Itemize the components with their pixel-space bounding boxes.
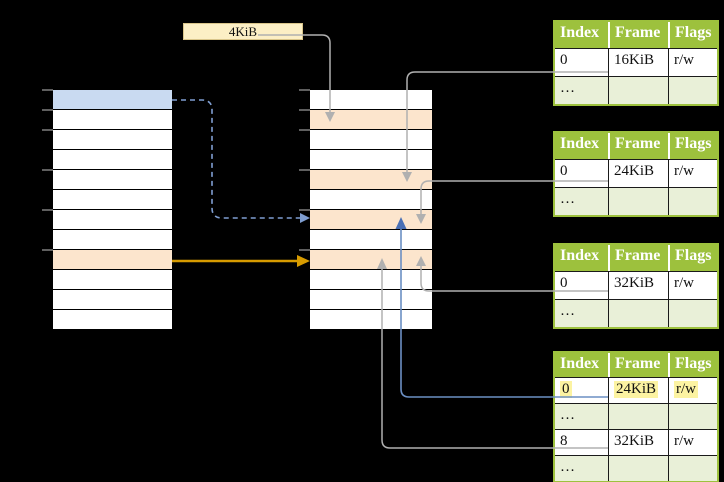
table-cell [608, 404, 668, 429]
table-cell [608, 188, 668, 215]
memory-cell-row [53, 230, 172, 250]
memory-cell-row [53, 210, 172, 230]
table-cell [668, 77, 717, 104]
memory-cell-row [53, 110, 172, 130]
table-cell: … [555, 77, 608, 104]
virtual-memory-column [53, 90, 172, 330]
memory-cell-row [310, 150, 432, 170]
memory-cell-row [53, 170, 172, 190]
page-size-label: 4KiB [183, 23, 303, 40]
virtual-to-physical-dashed-pointer-line [172, 99, 300, 219]
table-row: … [555, 403, 717, 429]
table-cell: … [555, 300, 608, 327]
memory-cell-row [310, 230, 432, 250]
memory-cell-row [53, 150, 172, 170]
table-cell: 8 [555, 430, 608, 455]
memory-cell-row [53, 310, 172, 330]
table-cell: 0 [555, 272, 608, 299]
column-header: Frame [608, 353, 668, 377]
memory-cell-row [310, 210, 432, 230]
table-row: … [555, 455, 717, 481]
memory-cell-row [310, 270, 432, 290]
memory-cell-row [310, 310, 432, 330]
column-header: Flags [668, 133, 717, 159]
memory-cell-row [53, 290, 172, 310]
memory-cell-row [310, 110, 432, 130]
table-row: … [555, 299, 717, 327]
column-header: Index [555, 245, 608, 271]
table-cell [668, 456, 717, 481]
table-cell: 32KiB [608, 430, 668, 455]
memory-cell-row [310, 190, 432, 210]
column-header: Flags [668, 353, 717, 377]
memory-cell-row [53, 190, 172, 210]
virtual-to-physical-orange-pointer-arrowhead [297, 255, 310, 267]
table-cell: r/w [668, 160, 717, 187]
table-cell: … [555, 404, 608, 429]
table-cell: 0 [555, 49, 608, 76]
table-cell: … [555, 188, 608, 215]
column-header: Flags [668, 22, 717, 48]
memory-cell-row [310, 290, 432, 310]
table-cell [608, 456, 668, 481]
table-cell: r/w [668, 272, 717, 299]
table-cell [608, 77, 668, 104]
memory-cell-row [53, 270, 172, 290]
highlighted-value: 24KiB [614, 381, 659, 398]
table-cell: 32KiB [608, 272, 668, 299]
column-header: Frame [608, 22, 668, 48]
table-cell [668, 300, 717, 327]
table-row: 0 24KiB r/w [555, 377, 717, 403]
table-cell [668, 404, 717, 429]
table-cell: 0 [555, 378, 608, 403]
virtual-to-physical-dashed-pointer-arrowhead [300, 213, 310, 223]
memory-cell-row [310, 90, 432, 110]
table-cell [668, 188, 717, 215]
memory-cell-row [310, 250, 432, 270]
table-cell [608, 300, 668, 327]
column-header: Index [555, 133, 608, 159]
table-row: … [555, 76, 717, 104]
column-header: Flags [668, 245, 717, 271]
physical-memory-column [310, 90, 432, 330]
table-cell: 24KiB [608, 378, 668, 403]
column-header: Index [555, 22, 608, 48]
table-row: … [555, 187, 717, 215]
memory-cell-row [310, 170, 432, 190]
table-cell: 0 [555, 160, 608, 187]
table-cell: r/w [668, 378, 717, 403]
table-cell: r/w [668, 49, 717, 76]
column-header: Frame [608, 245, 668, 271]
table-cell: 16KiB [608, 49, 668, 76]
highlighted-value: r/w [674, 381, 698, 398]
memory-cell-row [53, 250, 172, 270]
table-cell: 24KiB [608, 160, 668, 187]
column-header: Frame [608, 133, 668, 159]
memory-cell-row [53, 130, 172, 150]
highlighted-value: 0 [560, 381, 572, 398]
table-cell: r/w [668, 430, 717, 455]
table-cell: … [555, 456, 608, 481]
memory-cell-row [53, 90, 172, 110]
memory-cell-row [310, 130, 432, 150]
column-header: Index [555, 353, 608, 377]
